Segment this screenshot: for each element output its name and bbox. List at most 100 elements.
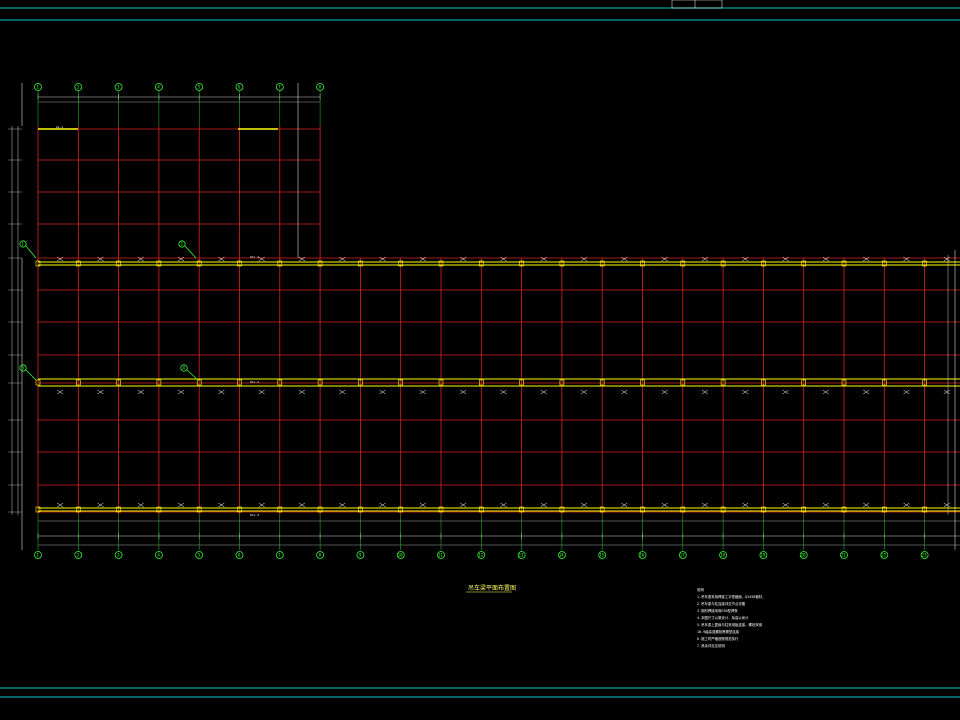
brace-tick <box>782 256 789 262</box>
axis-bubble <box>275 551 284 559</box>
brace-tick <box>379 389 386 395</box>
column-marker <box>720 506 726 513</box>
brace-tick <box>339 502 346 508</box>
axis-bubble <box>437 551 445 559</box>
axis-bubble <box>34 83 42 91</box>
note-0: 说明 <box>697 587 704 592</box>
column-marker <box>317 506 323 513</box>
brace-tick <box>218 256 225 262</box>
axis-label: 3 <box>117 85 120 90</box>
column-grid-lines <box>37 126 960 515</box>
axis-label: 17 <box>680 553 685 558</box>
brace-tick <box>500 256 507 262</box>
axis-bubble <box>719 551 727 559</box>
column-marker <box>196 506 202 513</box>
axis-bubble <box>840 551 848 559</box>
axis-label: 1 <box>37 553 40 558</box>
brace-tick <box>580 502 588 508</box>
column-marker <box>358 506 363 513</box>
note-3: 3.钢材焊接采用E50型焊条 <box>697 608 738 613</box>
brace-tick <box>580 389 588 395</box>
column-marker <box>599 260 605 267</box>
column-marker <box>76 379 81 386</box>
column-marker <box>881 260 887 267</box>
brace-tick <box>822 389 830 395</box>
axis-bubble <box>316 83 325 91</box>
brace-tick <box>339 389 346 395</box>
axis-bubble <box>638 551 647 559</box>
column-marker <box>438 506 444 513</box>
column-marker <box>841 379 847 386</box>
brace-tick <box>419 256 427 262</box>
column-marker <box>761 379 766 386</box>
brace-tick <box>258 256 265 262</box>
axis-bubble <box>195 551 204 559</box>
note-1: 1.吊车梁采用焊接工字型截面，Q345B钢材， <box>697 594 766 599</box>
axis-bubble <box>275 83 284 91</box>
axis-bubble <box>880 551 889 559</box>
brace-tick <box>177 256 185 262</box>
axis-label: 6 <box>238 553 241 558</box>
column-marker <box>438 260 444 267</box>
axis-bubble <box>235 83 244 91</box>
column-marker <box>116 506 121 513</box>
axis-bubble <box>195 83 204 91</box>
brace-tick <box>57 502 64 508</box>
column-marker <box>922 260 927 267</box>
column-marker <box>519 260 524 267</box>
column-marker <box>761 260 766 267</box>
brace-tick <box>339 256 346 262</box>
column-marker <box>35 260 41 267</box>
axis-label: 5 <box>198 553 201 558</box>
brace-tick <box>782 502 789 508</box>
brace-tick <box>661 389 668 395</box>
note-6: 10.9级高强螺栓摩擦型连接 <box>697 629 740 634</box>
brace-tick <box>97 256 104 262</box>
column-marker <box>196 260 202 267</box>
axis-label: 15 <box>599 553 604 558</box>
callout-4: 4 <box>183 366 186 371</box>
brace-tick <box>863 256 870 262</box>
axis-bubble <box>759 551 768 559</box>
brace-tick <box>298 256 306 262</box>
brace-tick <box>460 256 467 262</box>
column-marker <box>841 260 847 267</box>
axis-label: 10 <box>398 553 403 558</box>
brace-tick <box>419 502 427 508</box>
brace-tick <box>379 502 386 508</box>
brace-tick <box>379 256 386 262</box>
crane-beam-lines <box>35 128 960 513</box>
column-marker <box>156 506 162 513</box>
brace-tick <box>57 389 64 395</box>
axis-label: 3 <box>117 553 120 558</box>
axis-label: 13 <box>519 553 524 558</box>
brace-tick <box>621 256 628 262</box>
column-marker <box>519 379 524 386</box>
brace-tick <box>57 256 64 262</box>
column-marker <box>398 260 404 267</box>
beam-label-row-b: DCL-2 <box>250 380 259 384</box>
brace-tick <box>137 389 144 395</box>
brace-tick <box>177 502 185 508</box>
callout-group <box>19 240 199 381</box>
callout-1: 1 <box>22 242 25 247</box>
axis-label: 19 <box>760 553 765 558</box>
column-marker <box>398 506 404 513</box>
column-marker <box>559 379 565 386</box>
column-marker <box>317 379 323 386</box>
note-4: 4.本图尺寸以毫米计，标高以米计 <box>697 615 749 620</box>
axis-bubble <box>154 551 163 559</box>
brace-tick <box>500 502 507 508</box>
drawing-frame <box>0 7 960 698</box>
axis-bubble <box>598 551 607 559</box>
axis-bubble <box>477 551 486 559</box>
axis-label: 11 <box>438 553 443 558</box>
axis-label: 23 <box>922 553 927 558</box>
column-marker <box>640 379 645 386</box>
brace-tick <box>701 389 709 395</box>
brace-tick <box>782 389 789 395</box>
brace-tick <box>97 502 104 508</box>
beam-label-top: GL-1 <box>56 125 63 129</box>
axis-bubble <box>558 551 566 559</box>
